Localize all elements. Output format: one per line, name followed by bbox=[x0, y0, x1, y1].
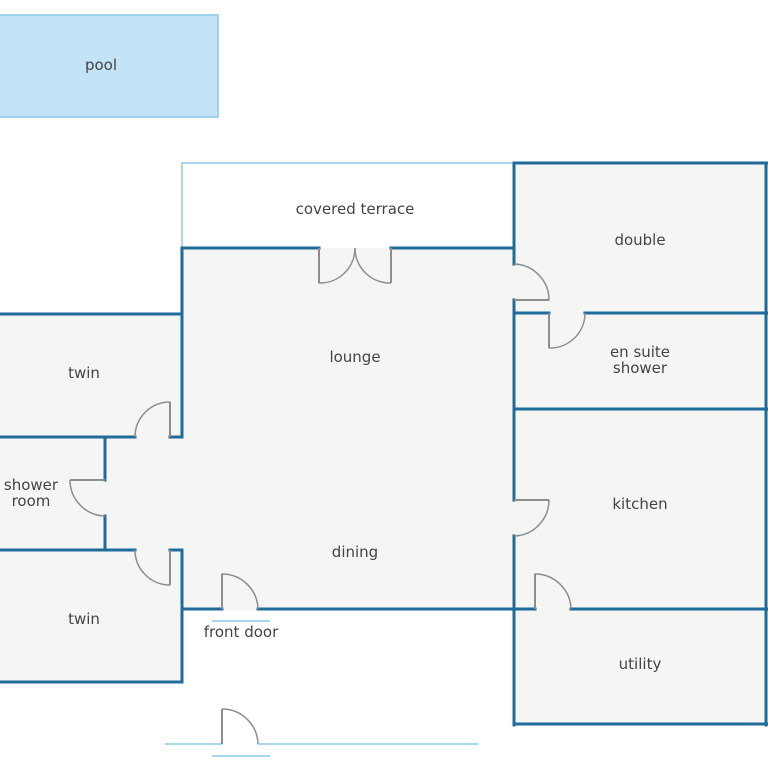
label-double: double bbox=[614, 231, 665, 249]
door-twin-bottom bbox=[134, 549, 171, 586]
label-lounge: lounge bbox=[329, 348, 380, 366]
label-kitchen: kitchen bbox=[612, 495, 667, 513]
door-double bbox=[513, 263, 550, 301]
door-twin-top bbox=[134, 401, 171, 438]
gate-boundary bbox=[165, 708, 478, 757]
label-twin-top: twin bbox=[68, 364, 100, 382]
label-en-suite-line2: shower bbox=[613, 359, 668, 377]
door-lounge-terrace bbox=[318, 247, 392, 284]
label-covered-terrace: covered terrace bbox=[296, 200, 415, 218]
floor-areas bbox=[0, 163, 768, 725]
label-shower-room-line2: room bbox=[12, 492, 51, 510]
label-front-door: front door bbox=[204, 623, 279, 641]
door-kitchen bbox=[513, 499, 550, 537]
walls bbox=[0, 161, 768, 727]
covered-terrace-outline bbox=[181, 162, 514, 248]
door-en-suite bbox=[548, 312, 586, 349]
label-utility: utility bbox=[619, 655, 662, 673]
pool-area bbox=[0, 14, 219, 118]
label-twin-bottom: twin bbox=[68, 610, 100, 628]
label-shower-room-line1: shower bbox=[4, 476, 59, 494]
label-pool: pool bbox=[85, 56, 117, 74]
door-shower-room bbox=[69, 479, 106, 517]
door-front bbox=[212, 573, 270, 622]
label-dining: dining bbox=[332, 543, 378, 561]
door-utility bbox=[534, 573, 572, 610]
label-en-suite-line1: en suite bbox=[610, 343, 670, 361]
